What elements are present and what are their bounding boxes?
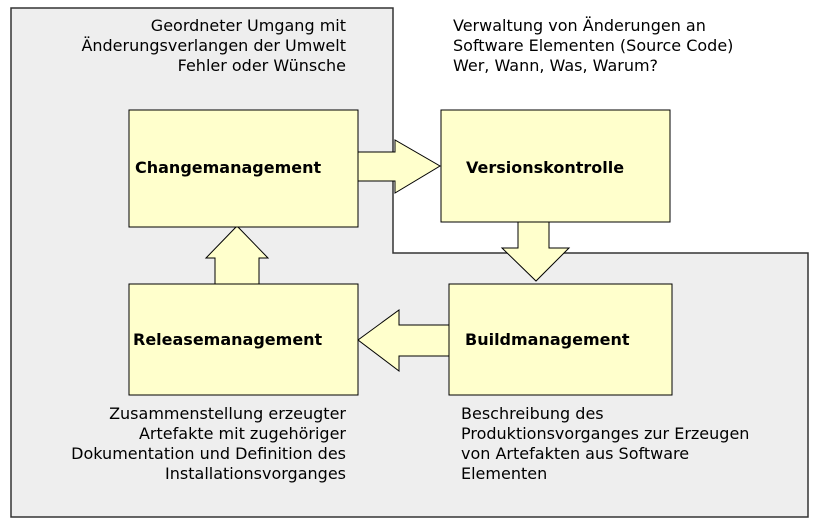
description-line: Software Elementen (Source Code) [453, 36, 734, 55]
box-versionskontrolle [440, 109, 671, 223]
description-line: Änderungsverlangen der Umwelt [81, 36, 346, 55]
box-changemanagement [128, 109, 359, 228]
arrow-build-to-release [357, 309, 451, 373]
description-line: von Artefakten aus Software [461, 444, 690, 463]
description-line: Geordneter Umgang mit [150, 16, 346, 35]
title-changemanagement: Changemanagement [135, 158, 322, 177]
title-releasemanagement: Releasemanagement [133, 330, 323, 349]
title-versionskontrolle: Versionskontrolle [466, 158, 625, 177]
description-line: Elementen [461, 464, 548, 483]
description-line: Verwaltung von Änderungen an [453, 16, 706, 35]
description-line: Fehler oder Wünsche [177, 56, 346, 75]
title-buildmanagement: Buildmanagement [465, 330, 630, 349]
description-line: Dokumentation und Definition des [71, 444, 346, 463]
description-line: Installationsvorganges [165, 464, 346, 483]
description-line: Artefakte mit zugehöriger [138, 424, 346, 443]
description-changemanagement: Geordneter Umgang mit Änderungsverlangen… [81, 16, 346, 76]
box-releasemanagement [128, 283, 359, 396]
description-buildmanagement: Beschreibung des Produktionsvorganges zu… [461, 404, 749, 484]
arrow-change-to-version [355, 139, 441, 194]
description-releasemanagement: Zusammenstellung erzeugter Artefakte mit… [71, 404, 346, 484]
description-line: Wer, Wann, Was, Warum? [453, 56, 659, 75]
description-line: Zusammenstellung erzeugter [109, 404, 346, 423]
arrow-release-to-change [204, 225, 270, 286]
box-buildmanagement [448, 283, 673, 396]
arrow-version-to-build [500, 221, 571, 282]
description-line: Beschreibung des [461, 404, 604, 423]
description-line: Produktionsvorganges zur Erzeugen [461, 424, 750, 443]
description-versionskontrolle: Verwaltung von Änderungen an Software El… [453, 16, 733, 76]
